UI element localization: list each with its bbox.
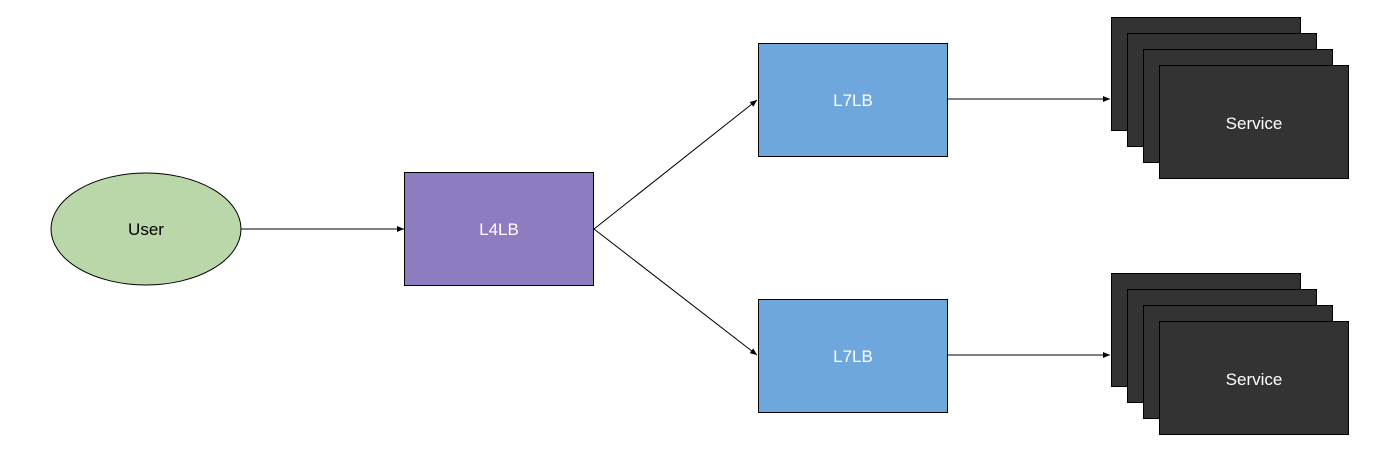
service-bottom-label: Service <box>1226 370 1283 389</box>
user-ellipse <box>50 172 242 286</box>
node-service-stack-top: Service <box>1111 17 1349 179</box>
user-label: User <box>128 220 164 239</box>
edge-l4lb-to-l7lb-bottom <box>593 228 758 356</box>
edge-l4lb-to-l7lb-top <box>593 99 758 230</box>
node-service-stack-bottom: Service <box>1111 273 1349 435</box>
l7lb-top-box <box>758 43 948 157</box>
l4lb-box <box>404 172 594 286</box>
l7lb-bottom-box <box>758 299 948 413</box>
service-top-label: Service <box>1226 114 1283 133</box>
node-l7lb-bottom: L7LB <box>758 299 948 413</box>
l7lb-top-label: L7LB <box>833 91 873 110</box>
node-user: User <box>50 172 242 286</box>
node-l4lb: L4LB <box>404 172 594 286</box>
node-l7lb-top: L7LB <box>758 43 948 157</box>
service-bottom-layer-4 <box>1159 321 1349 435</box>
service-top-layer-4 <box>1159 65 1349 179</box>
l4lb-label: L4LB <box>479 220 519 239</box>
l7lb-bottom-label: L7LB <box>833 347 873 366</box>
